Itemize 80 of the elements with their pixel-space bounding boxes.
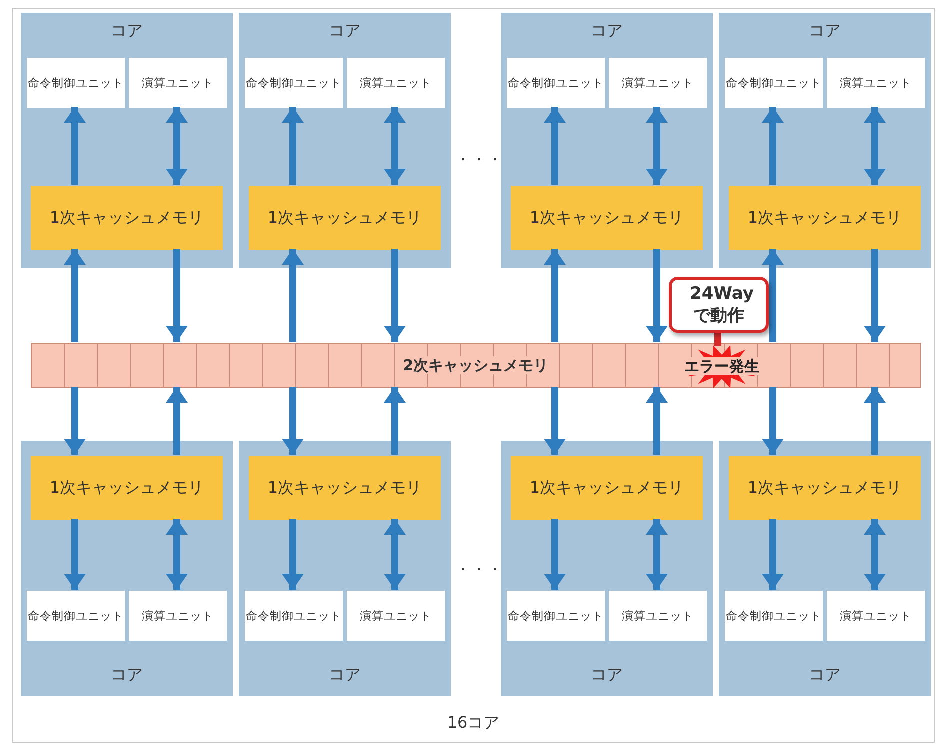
arrow (544, 249, 566, 342)
cache-box: 1次キャッシュメモリ (729, 456, 921, 520)
arrow (646, 107, 668, 185)
frame-title: 16コア (447, 713, 500, 732)
cache-box: 1次キャッシュメモリ (249, 186, 441, 250)
unit-box: 命令制御ユニット (245, 591, 343, 641)
arrow (282, 249, 304, 342)
unit-box: 演算ユニット (347, 591, 445, 641)
core-title: コア (809, 21, 841, 40)
core-title: コア (591, 21, 623, 40)
arrow (544, 107, 566, 185)
cache-box: 1次キャッシュメモリ (729, 186, 921, 250)
core-box (719, 13, 931, 268)
core-box (719, 441, 931, 696)
core-box (239, 13, 451, 268)
arrow (544, 519, 566, 590)
arrow (64, 249, 86, 342)
arrow (166, 519, 188, 590)
core-title: コア (329, 665, 361, 684)
arrow (282, 107, 304, 185)
error-label: エラー発生 (682, 358, 762, 376)
arrow (864, 249, 886, 342)
arrow (64, 519, 86, 590)
cache-bar (31, 343, 921, 388)
arrow (64, 387, 86, 455)
unit-box: 演算ユニット (129, 591, 227, 641)
unit-box: 命令制御ユニット (27, 591, 125, 641)
arrow (64, 107, 86, 185)
arrow (166, 107, 188, 185)
unit-box: 命令制御ユニット (725, 58, 823, 108)
arrow (384, 249, 406, 342)
core-box (501, 441, 713, 696)
arrow (384, 107, 406, 185)
core-title: コア (329, 21, 361, 40)
unit-box: 演算ユニット (827, 58, 925, 108)
core-box (21, 13, 233, 268)
arrow (166, 249, 188, 342)
arrow (762, 107, 784, 185)
arrow (864, 387, 886, 455)
callout-bubble: 24Wayで動作 (669, 277, 769, 333)
processor-frame (12, 8, 935, 743)
arrow (864, 519, 886, 590)
arrow (762, 249, 784, 342)
callout-tail (714, 332, 722, 346)
arrow (762, 519, 784, 590)
arrow (864, 107, 886, 185)
cache-box: 1次キャッシュメモリ (249, 456, 441, 520)
unit-box: 命令制御ユニット (725, 591, 823, 641)
arrow (166, 387, 188, 455)
core-title: コア (111, 21, 143, 40)
arrow (384, 387, 406, 455)
core-box (501, 13, 713, 268)
arrow (384, 519, 406, 590)
core-title: コア (809, 665, 841, 684)
unit-box: 命令制御ユニット (27, 58, 125, 108)
unit-box: 演算ユニット (609, 58, 707, 108)
unit-box: 演算ユニット (827, 591, 925, 641)
cache-box: 1次キャッシュメモリ (511, 186, 703, 250)
cache-box: 1次キャッシュメモリ (31, 456, 223, 520)
arrow (762, 387, 784, 455)
unit-box: 演算ユニット (129, 58, 227, 108)
ellipsis: ・・・ (455, 560, 503, 581)
core-title: コア (111, 665, 143, 684)
unit-box: 演算ユニット (347, 58, 445, 108)
core-box (21, 441, 233, 696)
arrow (282, 387, 304, 455)
unit-box: 演算ユニット (609, 591, 707, 641)
unit-box: 命令制御ユニット (507, 58, 605, 108)
core-title: コア (591, 665, 623, 684)
core-box (239, 441, 451, 696)
arrow (646, 387, 668, 455)
unit-box: 命令制御ユニット (245, 58, 343, 108)
arrow (282, 519, 304, 590)
cache-box: 1次キャッシュメモリ (511, 456, 703, 520)
arrow (646, 249, 668, 342)
cache-box: 1次キャッシュメモリ (31, 186, 223, 250)
unit-box: 命令制御ユニット (507, 591, 605, 641)
arrow (544, 387, 566, 455)
arrow (646, 519, 668, 590)
ellipsis: ・・・ (455, 150, 503, 171)
